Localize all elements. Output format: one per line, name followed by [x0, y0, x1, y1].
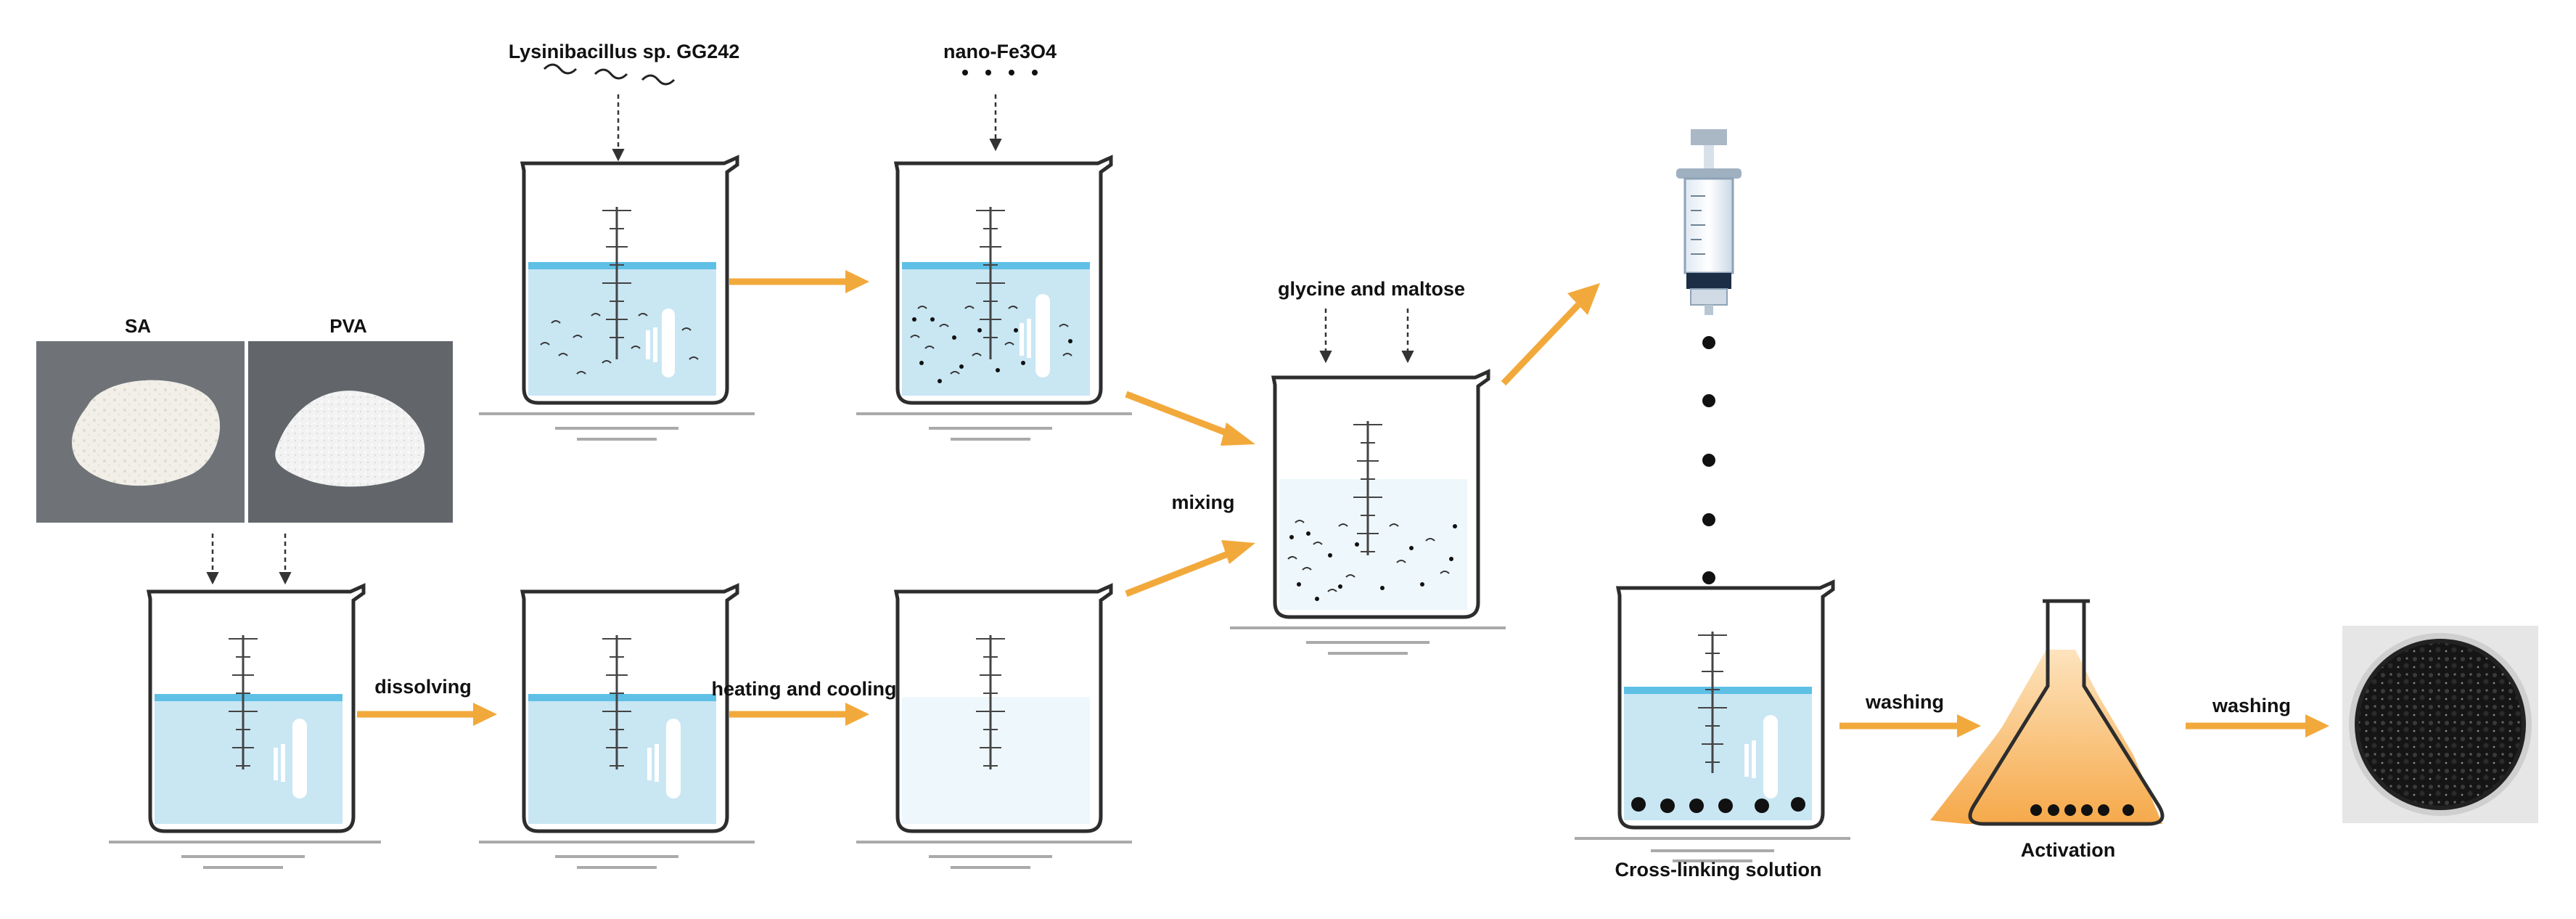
arrow-mix-to-syringe: [1501, 283, 1600, 386]
label-glycine-maltose: glycine and maltose: [1278, 278, 1465, 300]
beaker-sa-pva: [109, 583, 381, 869]
arrow-heating: [729, 703, 869, 726]
label-cross-linking: Cross-linking solution: [1615, 859, 1821, 881]
dashed-arrows: [206, 94, 1414, 585]
label-nano: nano-Fe3O4: [943, 41, 1057, 62]
syringe-icon: [1676, 129, 1742, 315]
arrow-nano-to-mix: [1125, 391, 1255, 446]
bacteria-wave-icons: [543, 63, 676, 86]
label-pva: PVA: [329, 315, 367, 337]
label-washing-2: washing: [2212, 695, 2291, 716]
arrow-washing-2: [2186, 714, 2329, 738]
process-arrows: [357, 270, 2329, 738]
label-bacteria: Lysinibacillus sp. GG242: [509, 41, 740, 62]
label-washing-1: washing: [1865, 691, 1944, 713]
beaker-heated: [856, 583, 1132, 869]
label-activation: Activation: [2021, 839, 2116, 861]
label-dissolving: dissolving: [374, 676, 472, 698]
arrow-heated-to-mix: [1125, 540, 1255, 597]
falling-drops: [1702, 336, 1715, 584]
beaker-cross-linking: [1575, 579, 1850, 862]
label-mixing: mixing: [1171, 491, 1234, 513]
pva-powder-photo: [248, 341, 453, 523]
arrow-dissolving: [357, 703, 497, 726]
sa-powder-photo: [36, 341, 245, 523]
erlenmeyer-flask: [1930, 599, 2165, 826]
label-sa: SA: [125, 315, 151, 337]
arrow-bacteria-to-nano: [729, 270, 869, 293]
beaker-mixing: [1230, 369, 1506, 655]
petri-dish-photo: [2342, 626, 2538, 823]
nano-particle-dots: [962, 70, 1038, 75]
beaker-bacteria: [479, 155, 755, 441]
arrow-washing-1: [1839, 714, 1981, 738]
beaker-dissolved: [479, 583, 755, 869]
beaker-nano: [856, 155, 1132, 441]
label-heating-cooling: heating and cooling: [712, 678, 897, 700]
